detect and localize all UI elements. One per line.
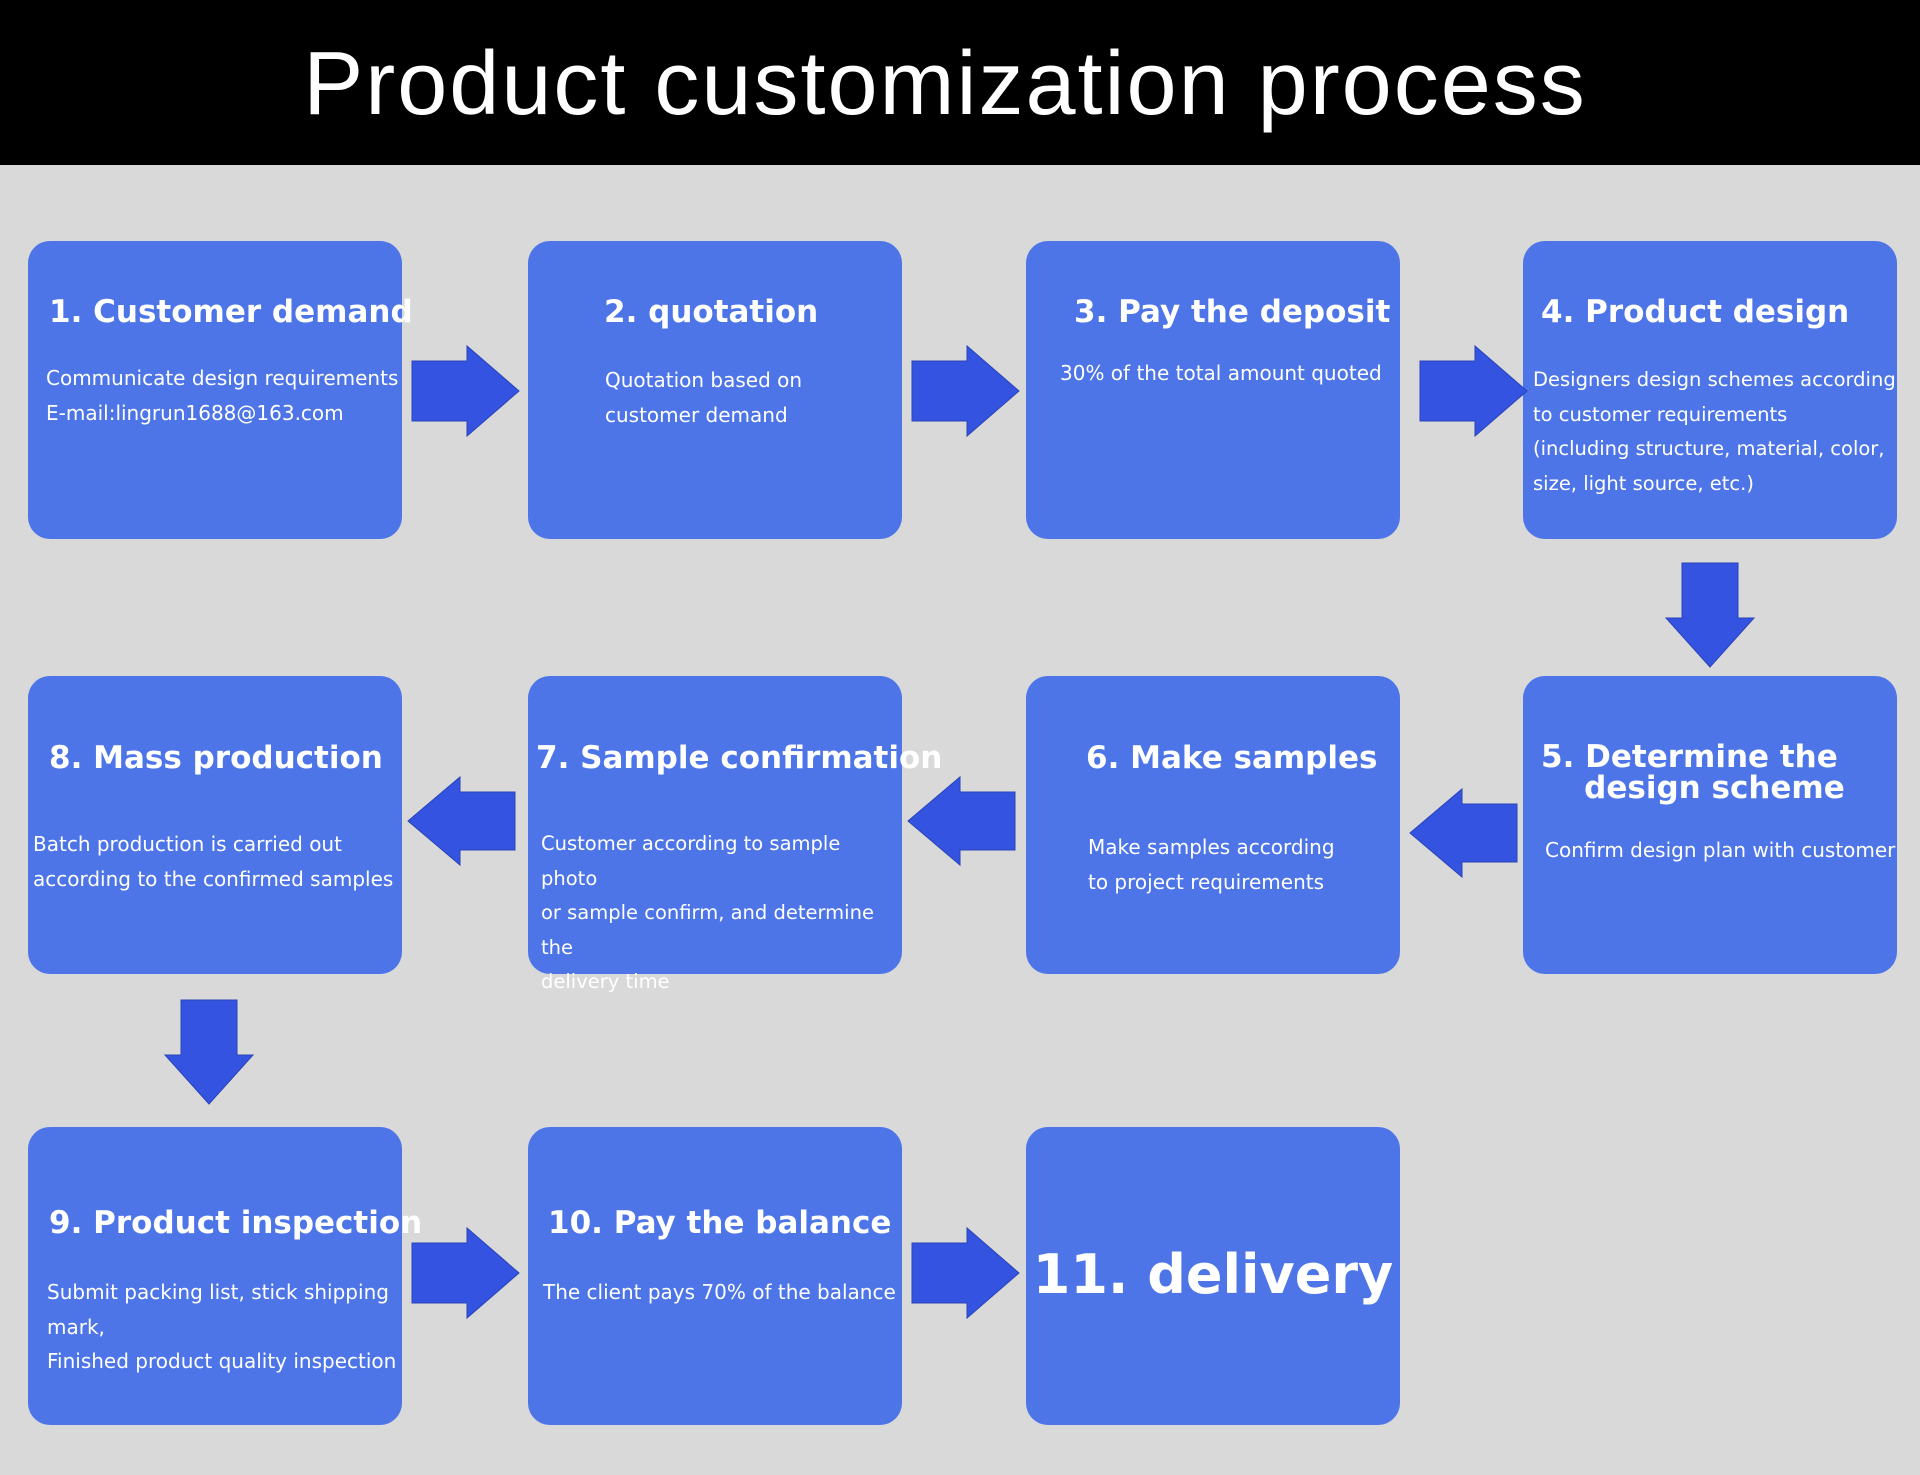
step-description: Customer according to sample photo or sa… <box>541 832 874 993</box>
step-8-mass-production: 8. Mass production Batch production is c… <box>28 676 402 974</box>
arrow-left-icon <box>907 775 1016 867</box>
arrow-right-icon <box>411 344 520 438</box>
step-4-product-design: 4. Product design Designers design schem… <box>1523 241 1897 539</box>
step-description: Submit packing list, stick shipping mark… <box>47 1280 397 1373</box>
step-description: The client pays 70% of the balance <box>543 1280 896 1304</box>
arrow-right-icon <box>911 1226 1020 1320</box>
arrow-right-icon <box>911 344 1020 438</box>
step-description: Designers design schemes according to cu… <box>1533 368 1896 495</box>
step-description: Communicate design requirements E-mail:l… <box>46 366 399 425</box>
step-title: 4. Product design <box>1541 294 1850 330</box>
step-title: 1. Customer demand <box>49 294 413 330</box>
arrow-down-icon <box>163 999 255 1105</box>
step-10-pay-balance: 10. Pay the balance The client pays 70% … <box>528 1127 902 1425</box>
step-title: 6. Make samples <box>1086 740 1378 776</box>
step-title: 7. Sample confirmation <box>536 740 943 776</box>
step-7-sample-confirmation: 7. Sample confirmation Customer accordin… <box>528 676 942 993</box>
step-title: 3. Pay the deposit <box>1074 294 1391 330</box>
step-description: Quotation based on customer demand <box>605 368 803 427</box>
step-9-product-inspection: 9. Product inspection Submit packing lis… <box>28 1127 422 1425</box>
step-title: 8. Mass production <box>49 740 383 776</box>
arrow-left-icon <box>407 775 516 867</box>
step-5-determine-design-scheme: 5. Determine the design scheme Confirm d… <box>1523 676 1897 974</box>
step-description: 30% of the total amount quoted <box>1060 361 1382 385</box>
header-bar: Product customization process <box>0 0 1920 165</box>
step-title: 2. quotation <box>604 294 819 330</box>
arrow-left-icon <box>1409 787 1518 879</box>
page-title: Product customization process <box>303 34 1587 134</box>
step-title: 10. Pay the balance <box>548 1205 892 1241</box>
step-title: 9. Product inspection <box>49 1205 423 1241</box>
step-description: Batch production is carried out accordin… <box>33 832 394 891</box>
step-description: Make samples according to project requir… <box>1088 835 1335 894</box>
step-1-customer-demand: 1. Customer demand Communicate design re… <box>28 241 413 539</box>
step-title: 11. delivery <box>1032 1243 1394 1306</box>
step-11-delivery: 11. delivery <box>1026 1127 1400 1425</box>
arrow-right-icon <box>1419 344 1528 438</box>
step-description: Confirm design plan with customer <box>1545 838 1896 862</box>
step-6-make-samples: 6. Make samples Make samples according t… <box>1026 676 1400 974</box>
step-2-quotation: 2. quotation Quotation based on customer… <box>528 241 902 539</box>
arrow-down-icon <box>1664 562 1756 668</box>
step-title: 5. Determine the design scheme <box>1541 739 1845 806</box>
step-3-pay-deposit: 3. Pay the deposit 30% of the total amou… <box>1026 241 1400 539</box>
arrow-right-icon <box>411 1226 520 1320</box>
